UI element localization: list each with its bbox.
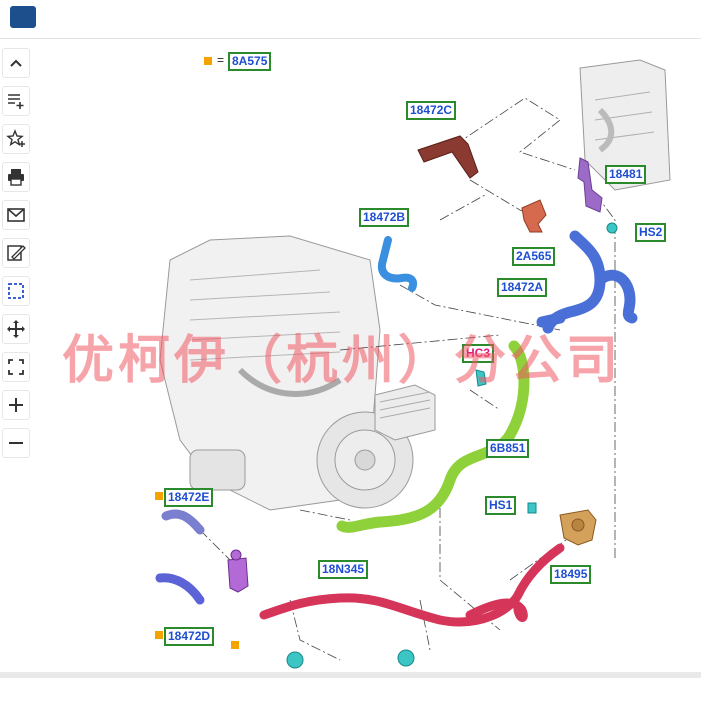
hose-18472B <box>377 236 418 292</box>
zoom-out-button[interactable] <box>2 428 30 458</box>
add-note-button[interactable] <box>2 86 30 116</box>
hose-18472D <box>155 573 205 605</box>
callout-HC3[interactable]: HC3 <box>462 344 495 363</box>
exploded-view-drawing <box>155 59 671 669</box>
pan-button[interactable] <box>2 314 30 344</box>
app-logo[interactable] <box>10 6 36 28</box>
print-button[interactable] <box>2 162 30 192</box>
add-favorite-icon <box>6 129 25 147</box>
top-bar <box>0 0 701 39</box>
hose-18N345 <box>259 543 565 627</box>
chevron-up-icon <box>10 59 22 67</box>
thermostat-18495 <box>559 509 597 546</box>
callout-6B851[interactable]: 6B851 <box>486 439 530 458</box>
legend-marker <box>204 57 212 65</box>
valve-part <box>227 549 249 593</box>
annotate-button[interactable] <box>2 238 30 268</box>
callout-8A575[interactable]: 8A575 <box>228 52 272 71</box>
hose-18472E <box>161 509 205 535</box>
zoom-out-icon <box>9 442 23 444</box>
move-icon <box>7 320 25 338</box>
add-favorite-button[interactable] <box>2 124 30 154</box>
callout-18472D[interactable]: 18472D <box>164 627 215 646</box>
callout-18481[interactable]: 18481 <box>605 165 647 184</box>
zoom-in-button[interactable] <box>2 390 30 420</box>
bracket-18481 <box>577 157 603 213</box>
select-area-icon <box>8 283 24 299</box>
edit-icon <box>7 245 26 261</box>
print-icon <box>8 169 24 186</box>
bottom-clips <box>286 649 415 669</box>
mail-icon <box>7 208 25 222</box>
marker-18472D <box>155 631 163 639</box>
callout-18495[interactable]: 18495 <box>550 565 592 584</box>
fit-screen-icon <box>8 359 24 375</box>
email-button[interactable] <box>2 200 30 230</box>
marker-valve <box>231 641 239 649</box>
horizontal-scrollbar[interactable] <box>0 672 701 678</box>
zoom-in-icon <box>9 398 23 412</box>
collapse-button[interactable] <box>2 48 30 78</box>
watermark-text: 优柯伊（杭州）分公司 <box>62 331 623 391</box>
callout-18472A[interactable]: 18472A <box>497 278 548 297</box>
parts-diagram[interactable]: = 8A575 18472C 18481 18472B HS2 2A565 18… <box>40 40 701 672</box>
callout-18472E[interactable]: 18472E <box>164 488 214 507</box>
callout-18N345[interactable]: 18N345 <box>318 560 369 579</box>
hose-18472C <box>417 135 479 179</box>
marker-18472E <box>155 492 163 500</box>
part-2A565 <box>521 199 547 233</box>
callout-18472B[interactable]: 18472B <box>359 208 410 227</box>
radiator-illustration <box>579 59 671 191</box>
clip-HC3 <box>475 369 487 387</box>
legend-equals: = <box>217 53 225 67</box>
select-area-button[interactable] <box>2 276 30 306</box>
fit-screen-button[interactable] <box>2 352 30 382</box>
clip-HS2 <box>606 222 618 234</box>
engine-illustration <box>159 235 414 511</box>
oil-cooler-illustration <box>374 384 436 441</box>
side-toolbar <box>0 44 34 464</box>
callout-2A565[interactable]: 2A565 <box>512 247 556 266</box>
callout-18472C[interactable]: 18472C <box>406 101 457 120</box>
hose-6B851 <box>336 340 530 533</box>
screw-HS1 <box>527 502 537 514</box>
add-note-icon <box>8 94 24 109</box>
callout-HS1[interactable]: HS1 <box>485 496 517 515</box>
hose-18472A <box>536 230 638 334</box>
callout-HS2[interactable]: HS2 <box>635 223 667 242</box>
